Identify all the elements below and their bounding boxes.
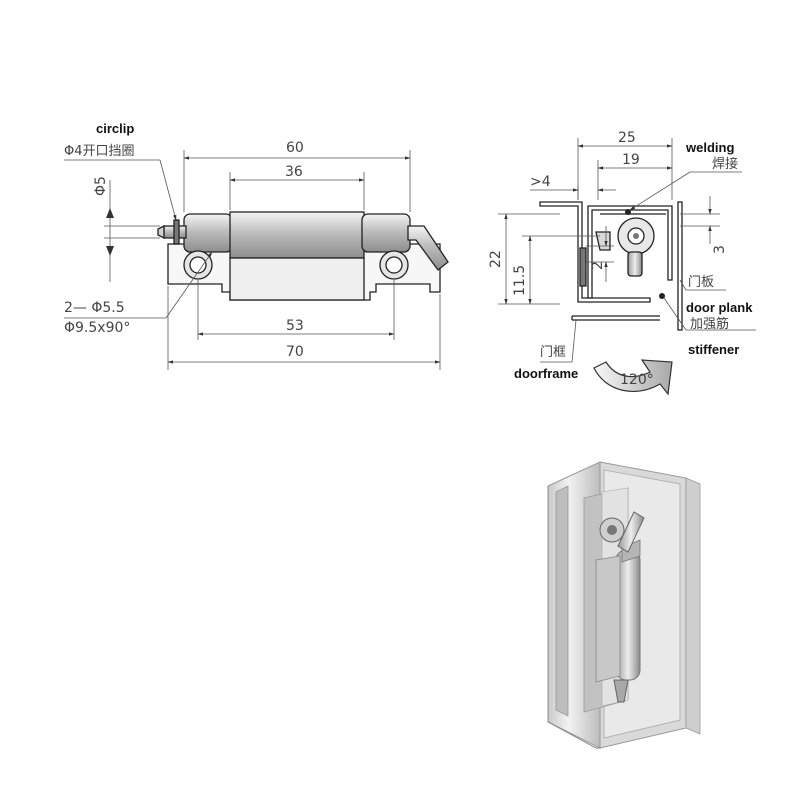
stiffener-label-en: stiffener xyxy=(688,342,739,357)
stiffener-bracket xyxy=(595,231,611,251)
door-plank-label-en: door plank xyxy=(686,300,753,315)
hinge-leaf-section xyxy=(579,247,587,287)
circlip-label-cn: Φ4开口挡圈 xyxy=(64,144,135,159)
dim-text-11-5: 11.5 xyxy=(512,265,528,296)
welding-label-cn: 焊接 xyxy=(712,156,738,172)
doorframe-label-en: doorframe xyxy=(514,366,578,381)
dim-text-36: 36 xyxy=(285,164,303,180)
pin-tip xyxy=(157,224,165,240)
mount-hole-right-inner xyxy=(385,256,403,274)
dim-text-60: 60 xyxy=(286,140,304,156)
dim-text-3: 3 xyxy=(712,245,728,254)
hole-spec-count: 2— Φ5.5 xyxy=(64,300,125,316)
doorframe-label-cn: 门框 xyxy=(540,345,566,360)
door-plank-outer xyxy=(677,201,683,331)
pin-tip-3d xyxy=(613,679,629,703)
center-lower-band xyxy=(229,257,365,301)
knuckle-right xyxy=(361,213,411,253)
circlip-ring xyxy=(173,219,180,245)
dim-text-gt4: >4 xyxy=(530,174,551,190)
dim-text-70: 70 xyxy=(286,344,304,360)
dim-text-19: 19 xyxy=(622,152,640,168)
door-plank-profile xyxy=(587,205,673,299)
dim-text-25: 25 xyxy=(618,130,636,146)
doorframe-profile xyxy=(539,201,651,303)
circlip-label-en: circlip xyxy=(96,121,134,136)
dim-text-pin-dia: Φ5 xyxy=(93,176,109,196)
knuckle-center xyxy=(229,211,365,259)
stiffener-label-cn: 加强筋 xyxy=(690,316,729,332)
bent-pin-3d xyxy=(617,511,645,553)
dim-text-22: 22 xyxy=(488,250,504,268)
mount-hole-left-inner xyxy=(189,256,207,274)
welding-label-en: welding xyxy=(685,140,734,155)
rotation-angle-label: 120° xyxy=(620,372,654,388)
bent-pin-section xyxy=(627,251,643,277)
hole-spec-countersink: Φ9.5x90° xyxy=(64,320,130,336)
dim-text-2: 2 xyxy=(590,261,606,270)
knuckle-left xyxy=(183,213,233,253)
side-view: 25 19 >4 22 11.5 2 3 welding 焊接 门板 door … xyxy=(488,130,756,396)
hinge-3d-illustration xyxy=(547,461,701,749)
front-view: circlip Φ4开口挡圈 60 36 Φ5 2— Φ5.5 Φ9.5x90°… xyxy=(64,121,449,370)
dim-text-53: 53 xyxy=(286,318,304,334)
rotation-arrow-icon xyxy=(593,359,673,396)
door-plank-label-cn: 门板 xyxy=(688,275,714,290)
bent-pin-handle xyxy=(407,225,449,271)
